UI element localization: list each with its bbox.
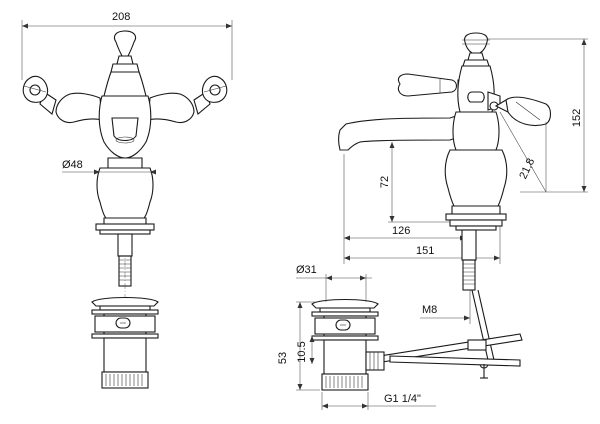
side-top-finial	[462, 32, 490, 67]
label-flange-height: 10.5	[296, 341, 308, 362]
pop-up-linkage	[379, 333, 523, 379]
label-waste-height: 53	[277, 352, 289, 364]
label-waste-thread: G1 1/4"	[384, 393, 421, 405]
dimension-rod-thread: M8	[420, 290, 471, 324]
dimension-spout-projection-long: 151	[344, 226, 501, 264]
central-body	[98, 95, 152, 159]
label-overall-width: 208	[112, 11, 130, 23]
spout	[337, 113, 463, 151]
dimension-spout-height: 72	[379, 142, 450, 223]
label-spout-projection-long: 151	[416, 245, 434, 257]
dimension-waste-height: 53	[277, 301, 320, 391]
dimension-overall-width: 208	[21, 11, 233, 80]
side-waste-assembly	[311, 299, 385, 391]
right-handle-arm	[147, 75, 228, 124]
top-finial	[110, 30, 140, 73]
dimension-flange-height: 10.5	[296, 336, 315, 364]
base-and-stem	[95, 157, 155, 287]
dimension-waste-diameter: Ø31	[296, 264, 372, 302]
side-lower-body	[444, 111, 508, 231]
side-view-mixer: 152	[277, 32, 588, 410]
dimension-overall-height: 152	[488, 38, 588, 193]
side-body	[457, 65, 501, 113]
label-spout-projection-short: 126	[392, 225, 410, 237]
label-handle-angle: 21,8	[517, 156, 537, 180]
dimension-spout-projection-short: 126	[343, 154, 466, 264]
threaded-rod	[461, 229, 495, 361]
front-view-mixer: 208	[21, 11, 233, 389]
label-base-diameter: Ø48	[62, 159, 83, 171]
label-overall-height: 152	[571, 109, 583, 127]
rear-handle	[494, 96, 552, 127]
label-rod-thread: M8	[422, 304, 437, 316]
dimension-waste-thread: G1 1/4"	[321, 392, 436, 410]
label-waste-diameter: Ø31	[296, 264, 317, 276]
left-handle-arm	[22, 75, 103, 124]
front-waste-assembly	[91, 297, 159, 389]
label-spout-height: 72	[379, 176, 391, 188]
dimension-base-diameter: Ø48	[62, 159, 156, 175]
